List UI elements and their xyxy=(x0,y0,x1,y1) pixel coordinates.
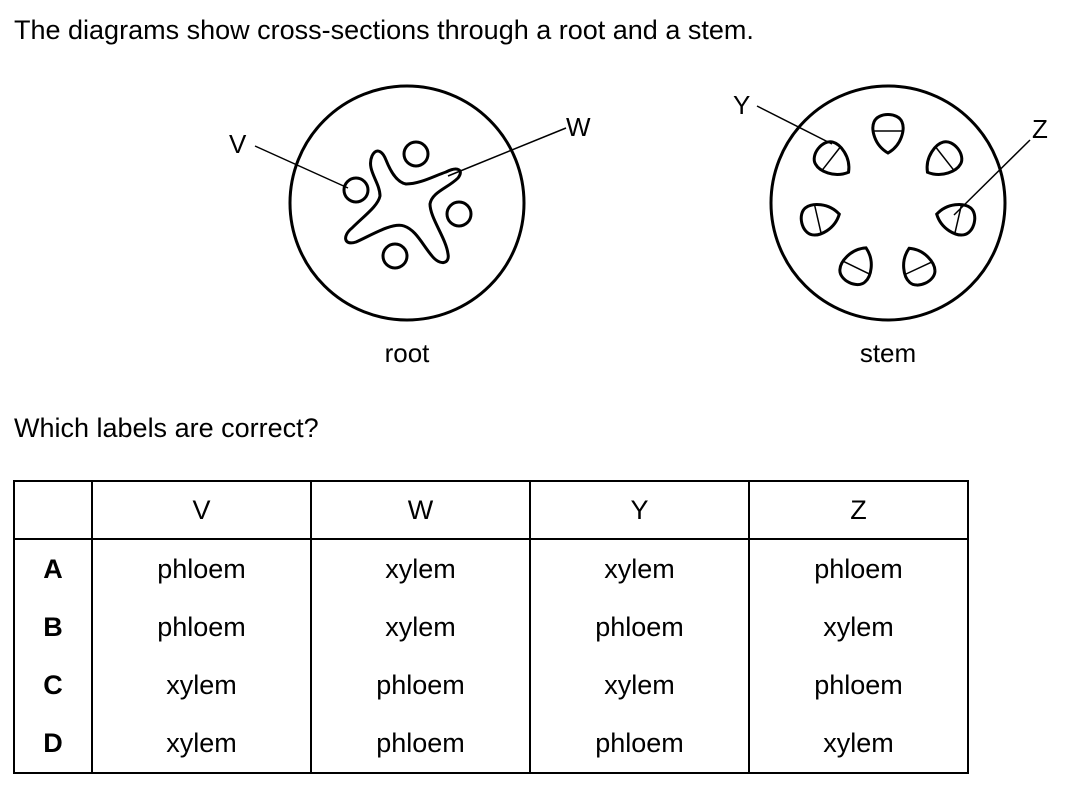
vascular-bundle xyxy=(902,246,937,287)
vascular-bundles xyxy=(799,113,977,287)
question-text: Which labels are correct? xyxy=(14,413,319,443)
table-cell: xylem xyxy=(310,539,530,598)
label-y: Y xyxy=(733,90,750,120)
label-w: W xyxy=(566,112,591,142)
table-cell: xylem xyxy=(529,656,749,714)
option-letter: C xyxy=(43,669,63,700)
table-cell: phloem xyxy=(748,539,968,598)
table-cell: xylem xyxy=(748,714,968,773)
root-xylem-star xyxy=(344,149,462,264)
table-cell: xylem xyxy=(748,598,968,656)
vascular-bundle xyxy=(838,246,873,287)
bundle-outline xyxy=(871,113,905,155)
bundle-outline xyxy=(925,140,964,176)
root-phloem-top xyxy=(402,140,430,168)
table-row: B phloem xylem phloem xylem xyxy=(14,598,968,656)
bundle-cambium-line xyxy=(905,261,932,275)
header-cell: Y xyxy=(529,481,749,540)
root-phloem-left xyxy=(342,176,370,204)
cross-section-diagrams: V W root Y Z stem xyxy=(229,84,1048,368)
table-cell: xylem xyxy=(91,714,311,773)
table-cell: phloem xyxy=(748,656,968,714)
header-cell: V xyxy=(91,481,311,540)
bundle-cambium-line xyxy=(843,260,870,275)
vascular-bundle xyxy=(799,203,841,237)
label-z-line xyxy=(953,139,1031,216)
table-cell: phloem xyxy=(91,539,311,598)
table-row: A phloem xylem xylem phloem xyxy=(14,539,968,598)
bundle-cambium-line xyxy=(954,205,963,233)
vascular-bundle xyxy=(871,113,905,155)
root-caption: root xyxy=(385,338,431,368)
table-row: D xylem phloem phloem xylem xyxy=(14,714,968,773)
table-cell: phloem xyxy=(91,598,311,656)
header-cell: W xyxy=(310,481,530,540)
table-cell: phloem xyxy=(310,656,530,714)
table-cell: phloem xyxy=(529,714,749,773)
label-z: Z xyxy=(1032,114,1048,144)
option-letter: D xyxy=(43,727,63,758)
table-cell: phloem xyxy=(310,714,530,773)
root-phloem-bottom xyxy=(381,242,409,270)
vascular-bundle xyxy=(925,140,964,176)
table-cell: xylem xyxy=(91,656,311,714)
label-v-line xyxy=(254,145,349,189)
table-row: C xylem phloem xylem phloem xyxy=(14,656,968,714)
bundle-outline xyxy=(902,246,937,287)
table-cell: phloem xyxy=(529,598,749,656)
bundle-outline xyxy=(838,246,873,287)
table-cell: xylem xyxy=(529,539,749,598)
intro-text: The diagrams show cross-sections through… xyxy=(14,15,754,45)
label-v: V xyxy=(229,129,247,159)
option-letter: B xyxy=(43,611,63,642)
stem-caption: stem xyxy=(860,338,916,368)
label-y-line xyxy=(756,105,833,145)
root-outline xyxy=(288,84,526,322)
table-header-row: V W Y Z xyxy=(14,481,968,540)
root-diagram xyxy=(288,84,526,322)
vascular-bundle xyxy=(812,140,851,176)
header-cell xyxy=(14,481,92,540)
root-phloem-right xyxy=(445,200,473,228)
bundle-outline xyxy=(935,203,977,237)
bundle-cambium-line xyxy=(822,147,841,171)
table-cell: xylem xyxy=(310,598,530,656)
bundle-outline xyxy=(799,203,841,237)
label-w-line xyxy=(447,127,567,177)
option-letter: A xyxy=(43,553,63,584)
bundle-outline xyxy=(812,140,851,176)
stem-diagram xyxy=(769,84,1007,322)
answer-table: V W Y Z A phloem xylem xylem phloem B ph… xyxy=(13,480,969,774)
bundle-cambium-line xyxy=(935,147,954,171)
bundle-cambium-line xyxy=(813,205,822,233)
vascular-bundle xyxy=(935,203,977,237)
stem-outline xyxy=(769,84,1007,322)
header-cell: Z xyxy=(748,481,968,540)
